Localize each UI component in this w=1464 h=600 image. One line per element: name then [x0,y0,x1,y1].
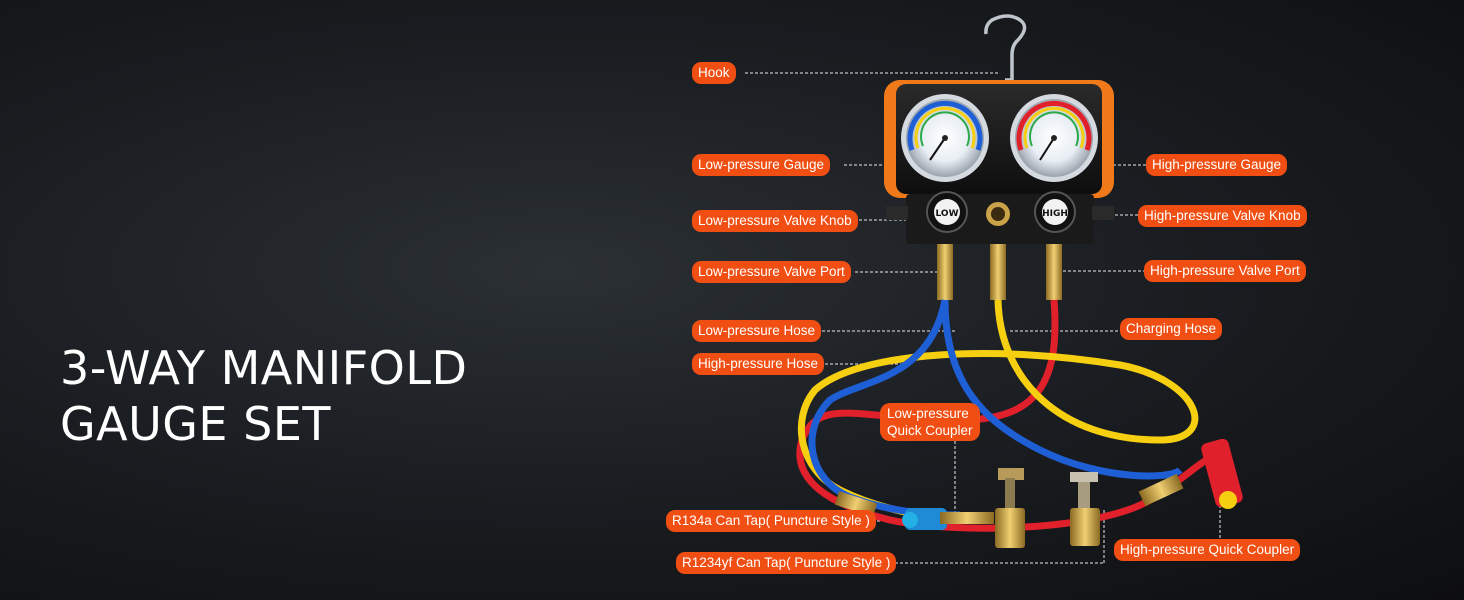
r134a-can-tap-icon [995,468,1025,548]
low-pressure-gauge-icon [901,94,989,182]
low-port-fitting [937,244,953,300]
callout-high-pressure-valve-knob: High-pressure Valve Knob [1138,205,1307,227]
callout-r134a-can-tap: R134a Can Tap( Puncture Style ) [666,510,876,532]
low-knob-label: LOW [936,209,959,219]
callout-low-pressure-quick-coupler: Low-pressure Quick Coupler [880,403,980,441]
high-knob-label: HIGH [1042,209,1068,219]
product-title: 3-WAY MANIFOLD GAUGE SET [60,340,467,452]
callout-r1234yf-can-tap: R1234yf Can Tap( Puncture Style ) [676,552,897,574]
callout-high-pressure-hose: High-pressure Hose [692,353,825,375]
high-port-fitting [1046,244,1062,300]
r1234yf-can-tap-icon [1070,472,1100,546]
high-pressure-quick-coupler-icon [1201,438,1243,509]
callout-high-pressure-valve-port: High-pressure Valve Port [1144,260,1306,282]
callout-low-pressure-hose: Low-pressure Hose [692,320,822,342]
callout-high-pressure-gauge: High-pressure Gauge [1146,154,1288,176]
high-pressure-gauge-icon [1010,94,1098,182]
callout-hook: Hook [692,62,736,84]
callout-charging-hose: Charging Hose [1120,318,1223,340]
callout-high-pressure-quick-coupler: High-pressure Quick Coupler [1114,539,1301,561]
callout-low-coupler-line-2: Quick Coupler [887,423,973,438]
low-pressure-quick-coupler-icon [902,508,947,530]
charging-port-fitting [990,244,1006,300]
hook-icon [984,14,1027,82]
title-line-2: GAUGE SET [60,397,331,451]
low-pressure-hose [808,299,1183,519]
high-valve-knob-icon: HIGH [1034,191,1076,233]
title-line-1: 3-WAY MANIFOLD [60,341,468,395]
callout-low-pressure-valve-port: Low-pressure Valve Port [692,261,851,283]
callout-low-pressure-gauge: Low-pressure Gauge [692,154,831,176]
low-valve-knob-icon: LOW [926,191,968,233]
sight-glass-icon [986,202,1010,226]
callout-low-pressure-valve-knob: Low-pressure Valve Knob [692,210,858,232]
callout-low-coupler-line-1: Low-pressure [887,406,969,421]
